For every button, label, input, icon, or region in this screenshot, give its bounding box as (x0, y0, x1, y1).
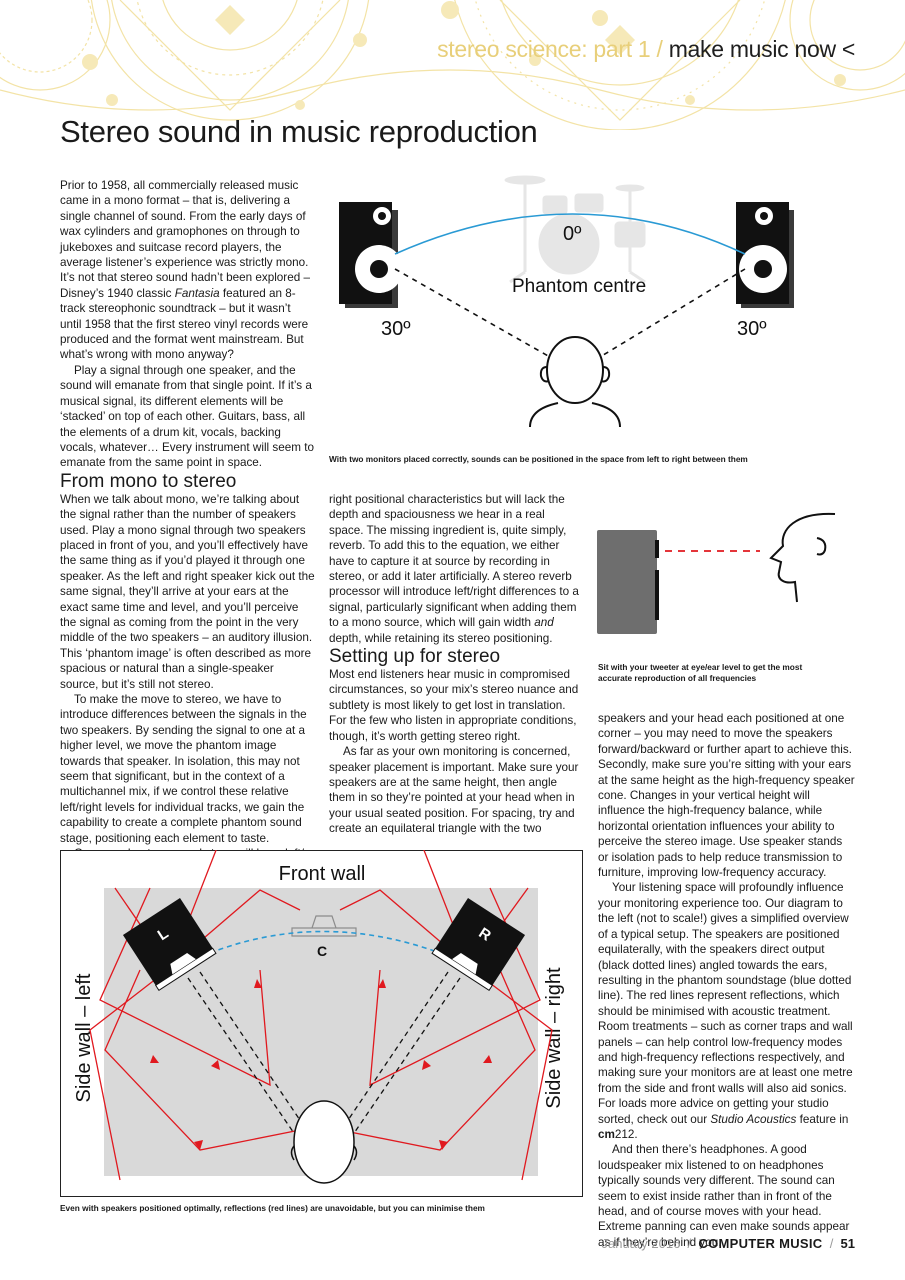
subheading: From mono to stereo (60, 470, 237, 492)
body-paragraph: When we talk about mono, we’re talking a… (60, 492, 315, 691)
body-column-middle: right positional characteristics but wil… (329, 492, 582, 837)
page-footer: January 2016 / COMPUTER MUSIC / 51 (601, 1236, 855, 1251)
angle-right-label: 30º (737, 318, 767, 340)
tweeter-height-diagram (597, 512, 836, 634)
figure-caption-1: With two monitors placed correctly, soun… (329, 454, 748, 464)
body-paragraph: As far as your own monitoring is concern… (329, 745, 579, 836)
phantom-arc (394, 213, 746, 255)
footer-date: January 2016 (601, 1236, 681, 1251)
article-title: Stereo sound in music reproduction (60, 114, 538, 149)
body-paragraph: Your listening space will profoundly inf… (598, 881, 853, 1141)
figure-caption-3: Even with speakers positioned optimally,… (60, 1203, 485, 1213)
body-paragraph: And then there’s headphones. A good loud… (598, 1143, 850, 1249)
body-paragraph: right positional characteristics but wil… (329, 493, 579, 645)
body-column-right: speakers and your head each positioned a… (598, 711, 855, 1250)
angle-left-label: 30º (381, 318, 411, 340)
listener-head-icon (529, 336, 621, 428)
speaker-side-icon (597, 530, 657, 634)
reflection-arrows (150, 979, 492, 1150)
phantom-stage-arc (209, 930, 441, 954)
body-paragraph: To make the move to stereo, we have to i… (60, 693, 307, 845)
room-reflection-diagram: Front wall Side wall – left Side wall – … (60, 850, 583, 1197)
body-paragraph: speakers and your head each positioned a… (598, 712, 855, 880)
listener-head-topdown-icon (290, 1100, 358, 1184)
side-wall-right-label: Side wall – right (543, 967, 565, 1109)
front-wall-label: Front wall (279, 863, 366, 885)
header-pattern-art (0, 0, 905, 130)
body-column-left: Prior to 1958, all commercially released… (60, 178, 315, 861)
body-paragraph: Most end listeners hear music in comprom… (329, 668, 579, 743)
phantom-centre-label: Phantom centre (512, 276, 646, 297)
angle-center-label: 0º (563, 223, 582, 245)
body-paragraph: Play a signal through one speaker, and t… (60, 363, 314, 470)
direct-path-right (599, 268, 746, 358)
reflection-lines (89, 850, 553, 1181)
footer-magazine: COMPUTER MUSIC (698, 1236, 823, 1251)
speaker-left-icon (339, 202, 403, 308)
center-label: C (317, 943, 327, 959)
speaker-right-icon (736, 202, 794, 308)
speaker-r-icon: R (431, 897, 526, 992)
drum-kit-icon (504, 175, 646, 284)
direct-output-lines (187, 971, 461, 1143)
page-number: 51 (840, 1236, 855, 1251)
stereo-triangle-diagram: 0º Phantom centre 30º 30º (339, 175, 794, 428)
center-speaker-ghost-icon (291, 915, 357, 937)
figure-caption-2: Sit with your tweeter at eye/ear level t… (598, 662, 803, 683)
side-wall-left-label: Side wall – left (73, 973, 95, 1102)
head-profile-icon (769, 512, 836, 603)
speaker-l-icon: L (122, 897, 217, 992)
section-header: stereo science: part 1 / make music now … (437, 36, 855, 62)
subheading: Setting up for stereo (329, 646, 501, 668)
body-paragraph: Prior to 1958, all commercially released… (60, 179, 310, 362)
